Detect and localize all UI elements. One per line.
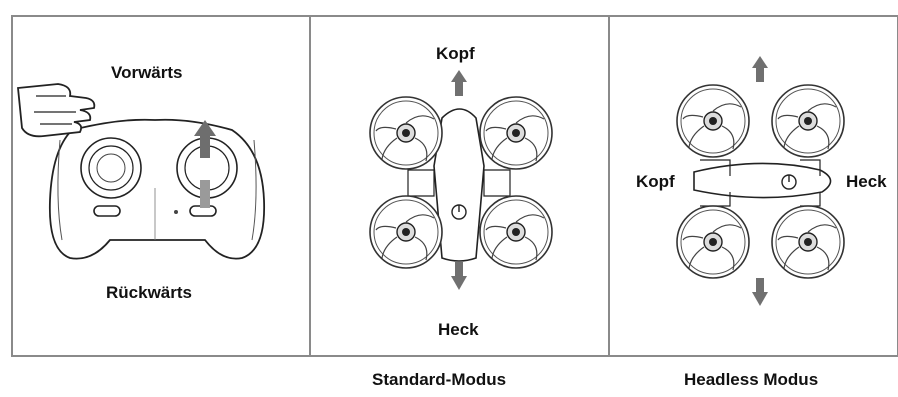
- headless-head-label: Kopf: [636, 172, 675, 191]
- headless-tail-label: Heck: [846, 172, 887, 191]
- up-arrow-shaft: [756, 66, 764, 82]
- down-arrow-icon: [752, 292, 768, 306]
- backward-arrow-shaft: [200, 180, 210, 208]
- headless-mode-caption: Headless Modus: [684, 370, 819, 389]
- up-arrow-icon: [752, 56, 768, 68]
- outer-frame: [11, 15, 898, 357]
- left-button: [93, 205, 121, 217]
- down-arrow-shaft: [756, 278, 764, 294]
- hand-icon: [17, 83, 96, 138]
- standard-mode-caption: Standard-Modus: [372, 370, 507, 389]
- forward-arrow-icon: [194, 120, 216, 136]
- tail-arrow-shaft: [455, 262, 463, 278]
- headless-drone: [676, 56, 845, 306]
- backward-label: Rückwärts: [106, 283, 192, 302]
- left-stick: [80, 137, 142, 199]
- head-arrow-icon: [451, 70, 467, 82]
- tail-arrow-icon: [451, 276, 467, 290]
- forward-arrow-shaft: [200, 134, 210, 158]
- controller-illustration: [17, 83, 266, 260]
- standard-head-label: Kopf: [436, 44, 475, 63]
- standard-drone: [369, 70, 553, 290]
- standard-tail-label: Heck: [438, 320, 479, 339]
- head-arrow-shaft: [455, 80, 463, 96]
- forward-label: Vorwärts: [111, 63, 183, 82]
